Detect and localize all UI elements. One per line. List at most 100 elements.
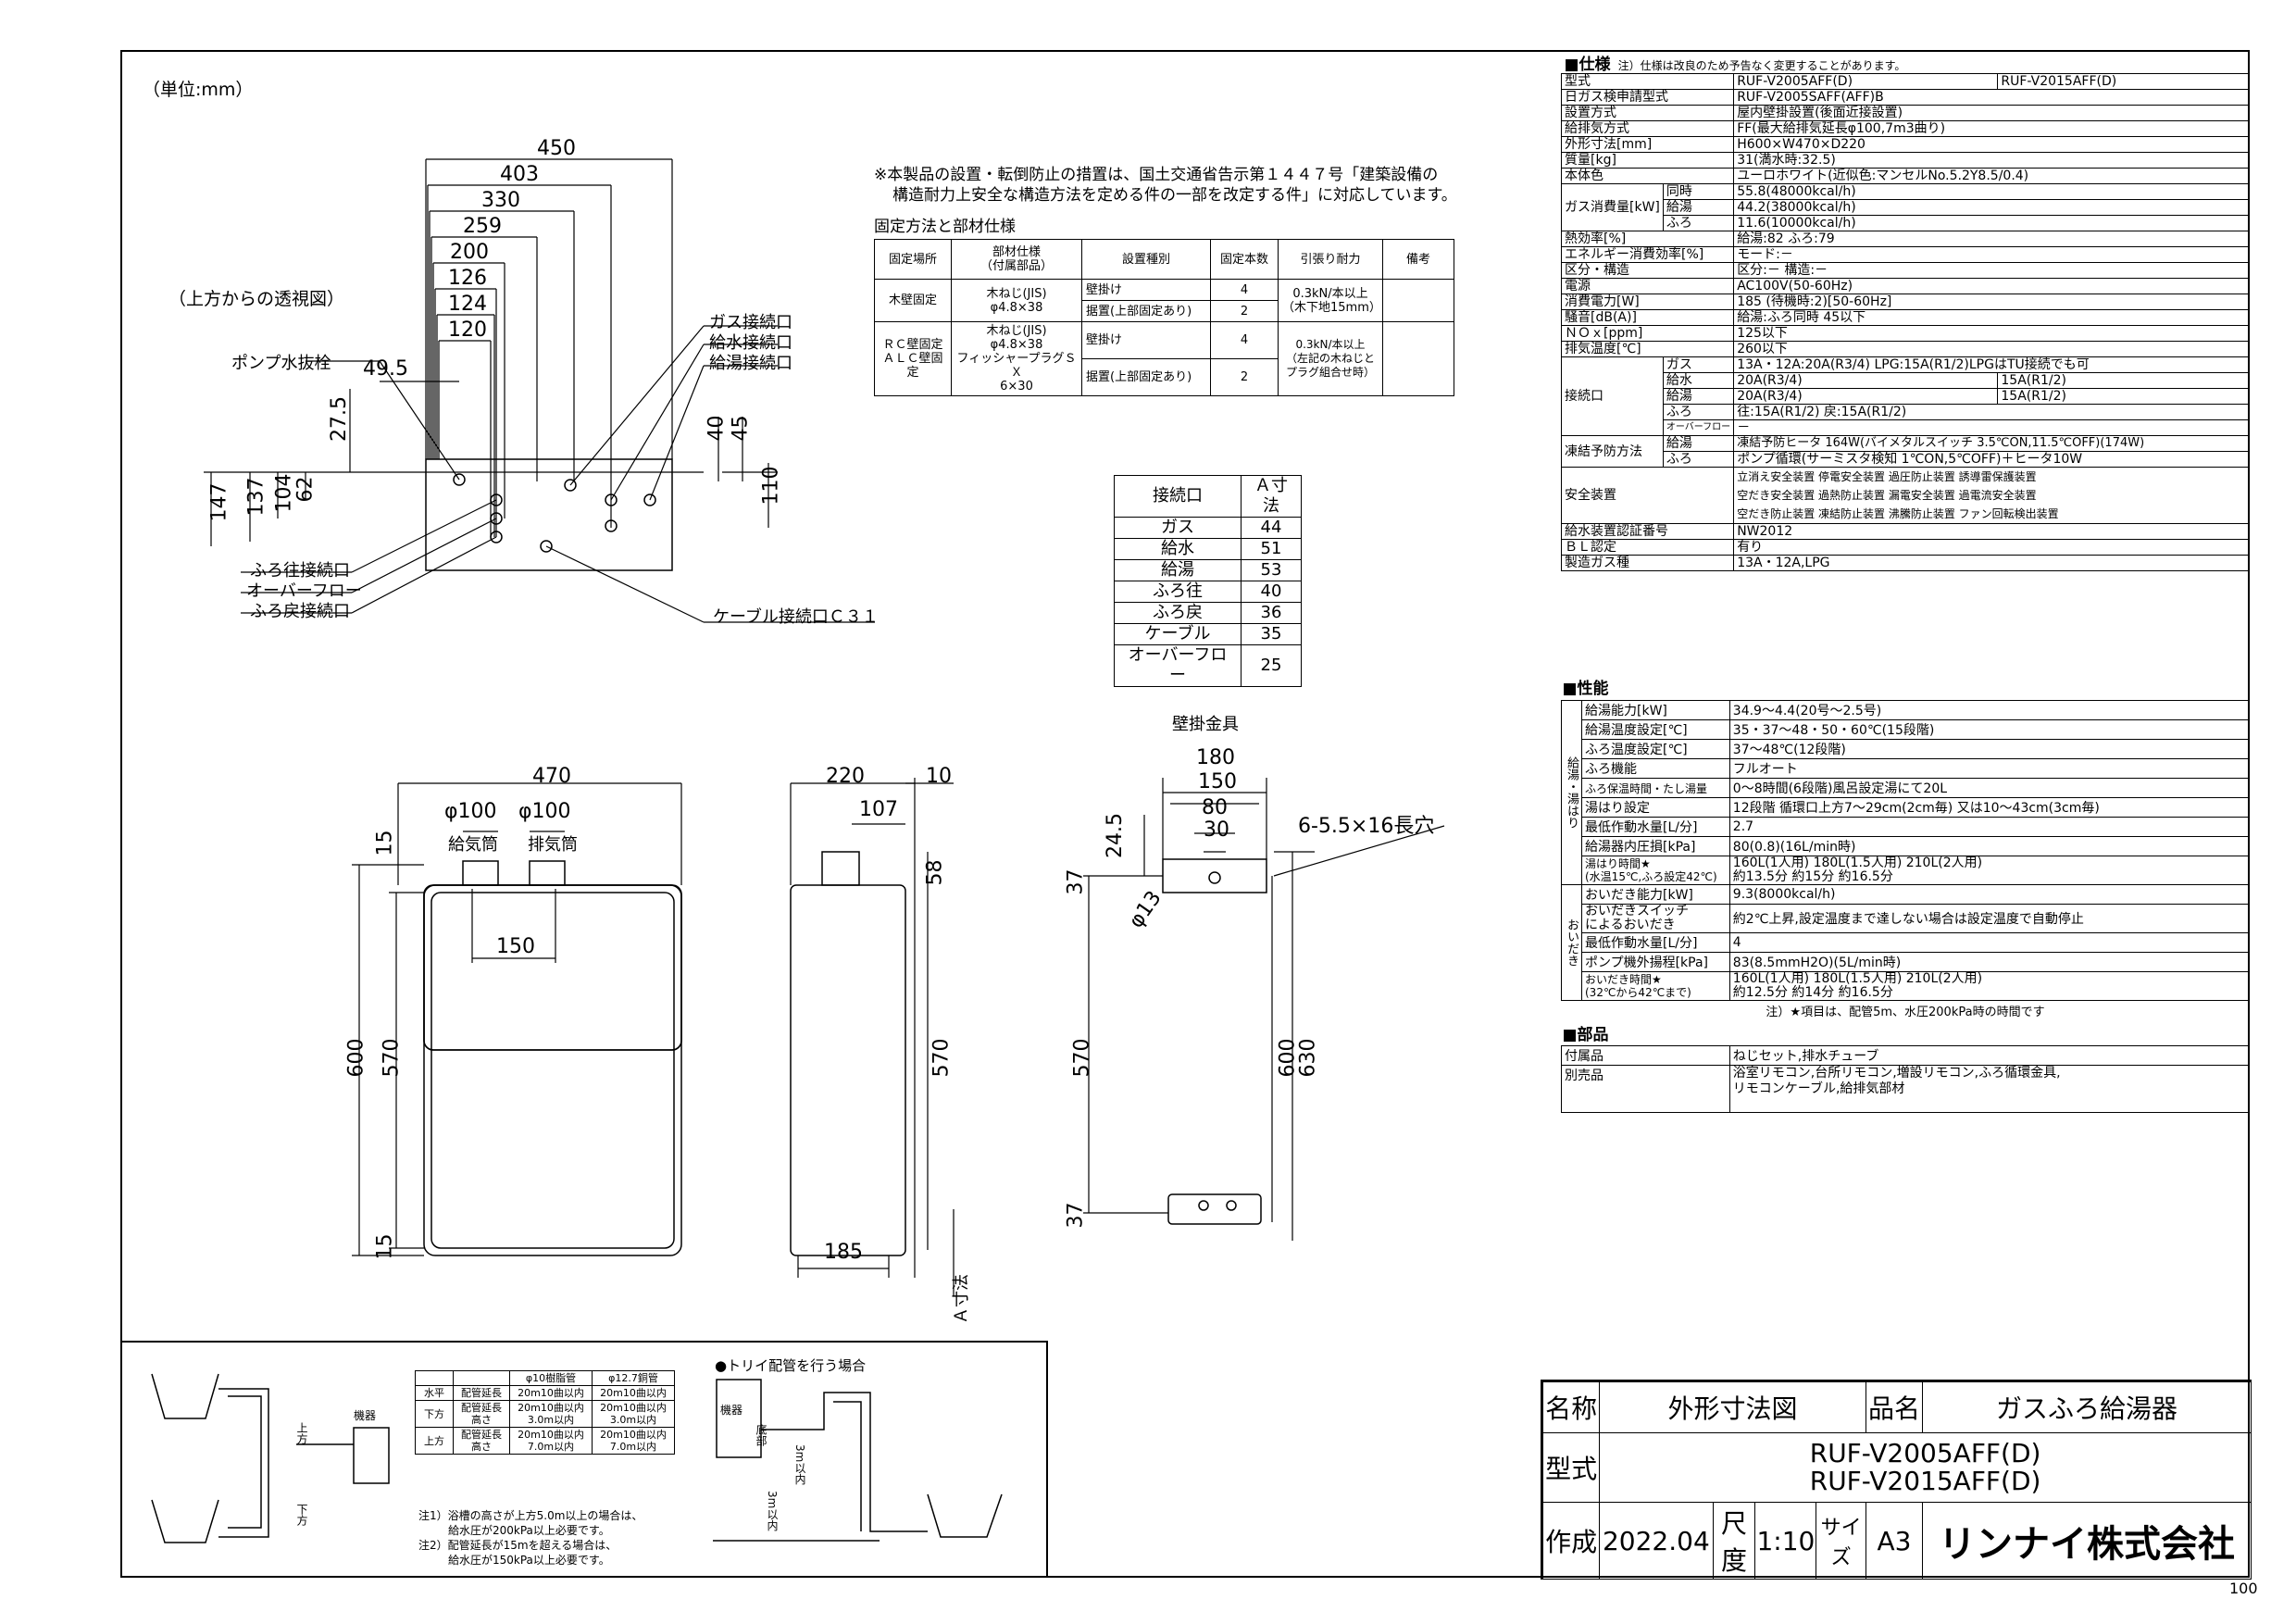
label-water-in: 給水接続口 <box>709 333 792 353</box>
dim-147: 147 <box>207 482 231 522</box>
perf-side-reheat: おいだき <box>1561 884 1582 1001</box>
label-overflow: オーバーフロー <box>246 581 362 601</box>
parts-value: ねじセット,排水チューブ <box>1728 1045 2251 1066</box>
spec-value: 11.6(10000kcal/h) <box>1733 215 2250 231</box>
bracket-hole-label: 6-5.5×16長穴 <box>1298 815 1435 838</box>
spec-note: 注）仕様は改良のため予告なく変更することがあります。 <box>1617 59 1906 72</box>
dim-150: 150 <box>496 935 535 958</box>
dim-120: 120 <box>448 319 487 342</box>
perf-value: 160L(1人用) 180L(1.5人用) 210L(2人用) 約12.5分 約… <box>1728 971 2251 1001</box>
perf-label: 給湯温度設定[℃] <box>1581 719 1730 740</box>
fix-header: 設置種別 <box>1081 239 1211 280</box>
spec-value: 給湯:82 ふろ:79 <box>1733 231 2250 247</box>
dim-110: 110 <box>759 466 783 506</box>
parts-title: ■部品 <box>1562 1026 1609 1044</box>
safety-line: 立消え安全装置 停電安全装置 過圧防止装置 誘導雷保護装置 <box>1737 470 2037 483</box>
spec-value: 13A・12A,LPG <box>1733 555 2250 571</box>
label-a-dim: Ａ寸法 <box>952 1274 971 1324</box>
perf-value: 83(8.5mmH2O)(5L/min時) <box>1728 952 2251 972</box>
pipe-cell: 20m10曲以内 <box>592 1385 675 1401</box>
perf-side-hot: 給湯・湯はり <box>1561 700 1582 885</box>
tb-model-2: RUF-V2015AFF(D) <box>1809 1465 2041 1496</box>
dim-15-top: 15 <box>373 830 397 856</box>
spec-value: AC100V(50-60Hz) <box>1733 278 2250 294</box>
pipe-header: φ12.7銅管 <box>592 1370 675 1386</box>
spec-sublabel: 給湯 <box>1662 388 1735 405</box>
fix-cell: 壁掛け <box>1081 321 1211 359</box>
dim-107: 107 <box>859 798 898 821</box>
perf-label: おいだき時間★ (32℃から42℃まで) <box>1581 971 1730 1001</box>
spec-value: 屋内壁掛設置(後面近接設置) <box>1733 105 2250 121</box>
a-header: 接続口 <box>1114 475 1242 518</box>
a-row-value: 53 <box>1241 559 1302 581</box>
perf-value: 80(0.8)(16L/min時) <box>1728 836 2251 856</box>
spec-label: 日ガス検申請型式 <box>1560 89 1735 106</box>
fixing-table: 固定場所 部材仕様 （付属部品） 設置種別 固定本数 引張り耐力 備考 木壁固定… <box>874 239 1454 396</box>
pipe-cell: 20m10曲以内 7.0m以内 <box>592 1427 675 1455</box>
dim-200: 200 <box>450 241 489 264</box>
down-label: 下方 <box>295 1504 308 1526</box>
fix-cell: 2 <box>1210 358 1279 396</box>
dim-62: 62 <box>293 476 318 503</box>
spec-value: 125以下 <box>1733 325 2250 342</box>
a-row-label: ケーブル <box>1114 623 1242 645</box>
pipe-note-3: 注2）配管延長が15mを超える場合は、 <box>418 1539 618 1552</box>
perf-value: フルオート <box>1728 758 2251 779</box>
spec-label: 熱効率[%] <box>1560 231 1735 247</box>
spec-value: ユーロホワイト(近似色:マンセルNo.5.2Y8.5/0.4) <box>1733 168 2250 184</box>
pipe-header <box>415 1370 454 1386</box>
label-bath-out: ふろ往接続口 <box>250 561 350 581</box>
spec-value: FF(最大給排気延長φ100,7m3曲り) <box>1733 120 2250 137</box>
trap-bottom: 底部 <box>755 1424 767 1446</box>
perf-value: 約2℃上昇,設定温度まで達しない場合は設定温度で自動停止 <box>1728 904 2251 933</box>
device-label: 機器 <box>354 1409 377 1422</box>
pipe-cell: 水平 <box>415 1385 454 1401</box>
perf-value: 2.7 <box>1728 817 2251 837</box>
spec-value: － <box>1733 419 2250 436</box>
spec-label: ＢＬ認定 <box>1560 539 1735 556</box>
fix-header: 部材仕様 （付属部品） <box>951 239 1082 280</box>
tb-company: リンナイ株式会社 <box>1922 1502 2252 1580</box>
fix-cell: 据置(上部固定あり) <box>1081 358 1211 396</box>
fix-cell: 0.3kN/本以上 （左記の木ねじと プラグ組合せ時） <box>1278 321 1383 396</box>
label-exhaust-pipe: 排気筒 <box>528 835 578 855</box>
spec-safety-value: 立消え安全装置 停電安全装置 過圧防止装置 誘導雷保護装置空だき安全装置 過熱防… <box>1733 467 2250 524</box>
spec-label: 電源 <box>1560 278 1735 294</box>
dim-259: 259 <box>463 215 502 238</box>
label-gas-connection: ガス接続口 <box>709 313 792 332</box>
perf-label: 湯はり時間★ (水温15℃,ふろ設定42℃) <box>1581 856 1730 885</box>
pipe-cell: 20m10曲以内 3.0m以内 <box>592 1400 675 1428</box>
fix-cell: ＲＣ壁固定 ＡＬＣ壁固定 <box>874 321 952 396</box>
spec-value: NW2012 <box>1733 523 2250 540</box>
perf-label: 最低作動水量[L/分] <box>1581 817 1730 837</box>
tb-size: A3 <box>1865 1502 1924 1580</box>
label-intake-pipe: 給気筒 <box>448 835 498 855</box>
perf-value: 37～48℃(12段階) <box>1728 739 2251 759</box>
spec-label: 排気温度[℃] <box>1560 341 1735 357</box>
perf-value: 34.9～4.4(20号～2.5号) <box>1728 700 2251 720</box>
fix-header: 固定本数 <box>1210 239 1279 280</box>
dim-45: 45 <box>729 415 753 442</box>
perf-value: 12段階 循環口上方7～29cm(2cm毎) 又は10～43cm(3cm毎) <box>1728 797 2251 818</box>
a-row-label: ガス <box>1114 517 1242 539</box>
spec-value: 185 (待機時:2)[50-60Hz] <box>1733 294 2250 310</box>
section-divider-v <box>1046 1341 1048 1578</box>
fix-cell-empty <box>1382 321 1454 396</box>
dim-30: 30 <box>1204 818 1229 842</box>
tb-product-label: 品名 <box>1865 1381 1924 1433</box>
pipe-note-1: 注1）浴槽の高さが上方5.0m以上の場合は、 <box>418 1509 643 1522</box>
spec-label: 質量[kg] <box>1560 152 1735 169</box>
perf-value: 35・37～48・50・60℃(15段階) <box>1728 719 2251 740</box>
perf-label: ふろ温度設定[℃] <box>1581 739 1730 759</box>
label-cable: ケーブル接続口Ｃ３１ <box>713 607 879 627</box>
spec-label: 給排気方式 <box>1560 120 1735 137</box>
dim-330: 330 <box>481 189 520 212</box>
spec-value: 20A(R3/4) <box>1733 388 1999 405</box>
fix-cell: 木壁固定 <box>874 279 952 322</box>
perf-value: 9.3(8000kcal/h) <box>1728 884 2251 905</box>
unit-note: （単位:mm） <box>143 80 254 100</box>
spec-sublabel: 給湯 <box>1662 199 1735 216</box>
perf-label: 最低作動水量[L/分] <box>1581 932 1730 953</box>
trap-height-1: 3m以内 <box>793 1444 806 1485</box>
